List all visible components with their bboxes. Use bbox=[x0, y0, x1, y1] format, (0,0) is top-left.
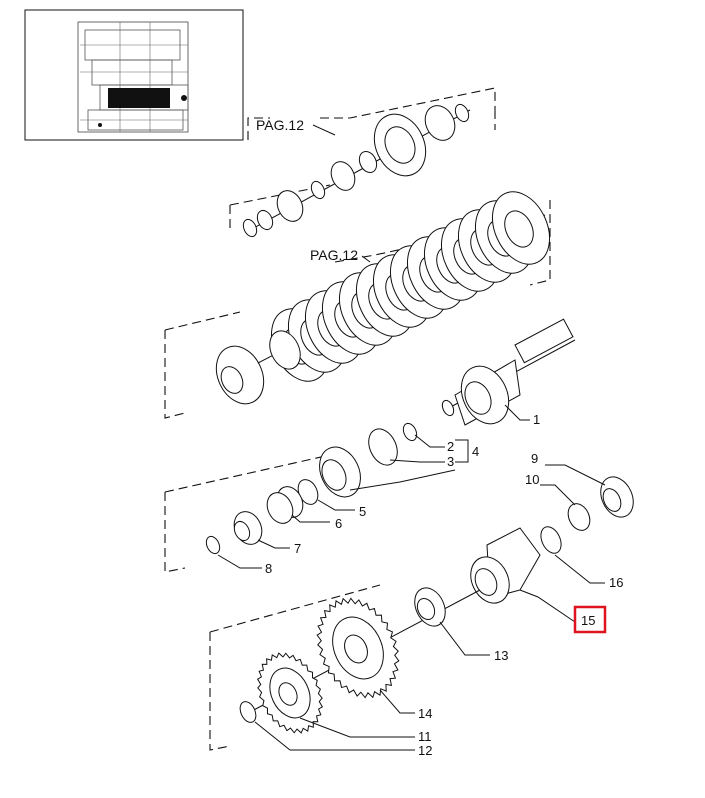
lower-gear-group bbox=[239, 587, 481, 734]
thumbnail-highlight-area bbox=[108, 88, 170, 108]
callout-13[interactable]: 13 bbox=[494, 648, 508, 663]
part-1-shaft bbox=[441, 318, 576, 426]
disc-outline bbox=[344, 634, 368, 664]
page-ref-upper[interactable]: PAG.12 bbox=[256, 117, 304, 133]
callout-8[interactable]: 8 bbox=[265, 561, 272, 576]
callout-15[interactable]: 15 bbox=[581, 613, 595, 628]
part-15-hub bbox=[470, 527, 541, 604]
thumbnail-transmission-sketch bbox=[77, 21, 189, 133]
callout-labels: 1 2 3 4 5 6 7 8 9 10 11 12 13 14 15 16 bbox=[265, 412, 623, 758]
upper-subassembly-group: PAG.12 bbox=[229, 87, 496, 238]
disc-outline bbox=[278, 682, 298, 706]
highlight-box-15 bbox=[573, 605, 607, 634]
callout-14[interactable]: 14 bbox=[418, 706, 432, 721]
callout-11[interactable]: 11 bbox=[418, 729, 432, 744]
part-14-gear bbox=[316, 597, 400, 699]
callout-3[interactable]: 3 bbox=[447, 454, 454, 469]
page-ref-clutch[interactable]: PAG.12 bbox=[310, 247, 358, 263]
callout-12[interactable]: 12 bbox=[418, 743, 432, 758]
disc-outline bbox=[504, 210, 534, 248]
clutch-disc-stack bbox=[270, 191, 551, 382]
callout-7[interactable]: 7 bbox=[294, 541, 301, 556]
callout-16[interactable]: 16 bbox=[609, 575, 623, 590]
upper-gear bbox=[373, 105, 456, 177]
leader-lines bbox=[217, 404, 606, 751]
callout-5[interactable]: 5 bbox=[359, 504, 366, 519]
callout-2[interactable]: 2 bbox=[447, 439, 454, 454]
part-11-gear bbox=[256, 652, 324, 734]
callout-6[interactable]: 6 bbox=[335, 516, 342, 531]
callout-1[interactable]: 1 bbox=[533, 412, 540, 427]
callout-10[interactable]: 10 bbox=[525, 472, 539, 487]
callout-4[interactable]: 4 bbox=[472, 444, 479, 459]
locator-thumbnail[interactable] bbox=[24, 9, 244, 141]
callout-9[interactable]: 9 bbox=[531, 451, 538, 466]
right-hub-group bbox=[470, 476, 634, 604]
clutch-pack-group: PAG.12 bbox=[164, 191, 551, 419]
seal-bearing-group bbox=[164, 422, 418, 751]
